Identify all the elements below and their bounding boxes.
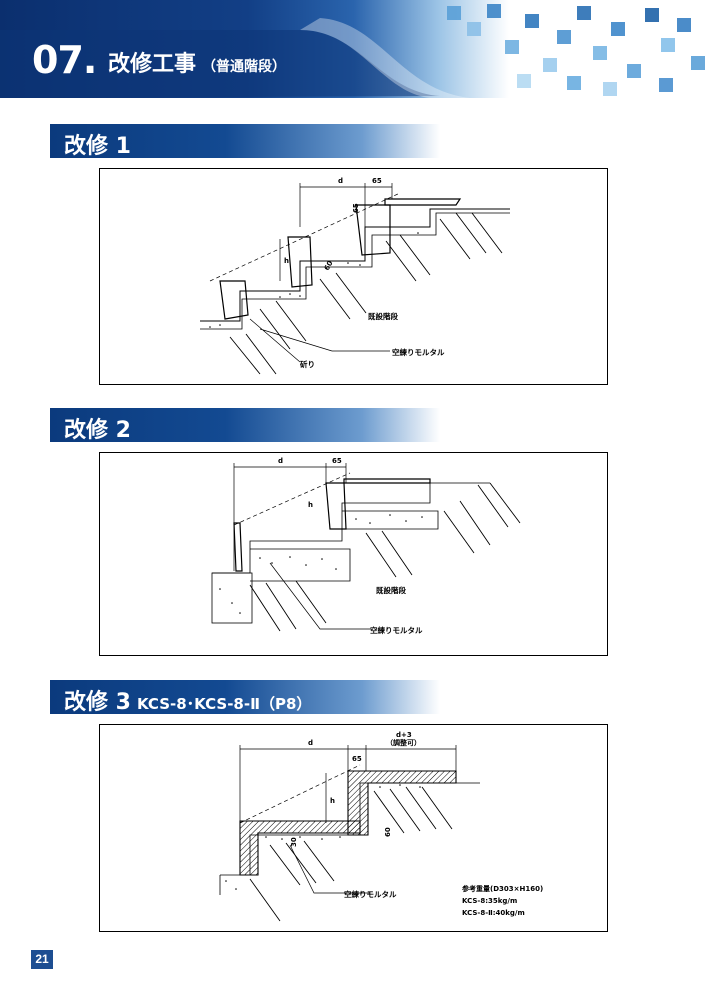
- section-1-drawing: d 65 65 h 60 既設階段 空練りモルタル 斫り: [99, 168, 608, 385]
- chapter-number: 07.: [32, 38, 97, 82]
- stair-section-drawing-3: d d+3 （調整可） 65 h 60 30 空練りモルタル 参考重量(D303…: [219, 731, 543, 922]
- mortar-label: 空練りモルタル: [344, 889, 397, 899]
- section-1-title: 改修 1: [64, 134, 131, 159]
- dim-65-label: 65: [352, 755, 362, 763]
- page-header: 07. 改修工事 （普通階段）: [0, 0, 707, 98]
- dim-65-label: 65: [372, 177, 382, 185]
- reference-weight-title: 参考重量(D303×H160): [462, 884, 543, 893]
- dim-adjustable-label: （調整可）: [386, 738, 421, 747]
- dim-d3-label: d+3: [396, 731, 412, 739]
- existing-stair-label: 既設階段: [376, 585, 406, 595]
- page-number: 21: [31, 950, 53, 969]
- dim-30-label: 30: [290, 837, 298, 847]
- section-2-drawing: d 65 h 既設階段 空練りモルタル: [99, 452, 608, 656]
- chipping-label: 斫り: [300, 359, 315, 369]
- section-3-title-main: 改修 3: [64, 690, 131, 715]
- mortar-label: 空練りモルタル: [392, 347, 445, 357]
- stair-section-drawing-1: d 65 65 h 60 既設階段 空練りモルタル 斫り: [200, 177, 510, 375]
- dim-60-label: 60: [384, 827, 392, 837]
- section-1-heading: 改修 1: [50, 124, 440, 159]
- header-curve-shape: [0, 18, 470, 98]
- section-2-heading: 改修 2: [50, 408, 440, 443]
- header-mosaic-pattern: [447, 4, 705, 96]
- dim-65-label: 65: [332, 457, 342, 465]
- section-3-title: 改修 3 KCS-8･KCS-8-Ⅱ（P8）: [64, 684, 311, 716]
- reference-weight-kcs8-2: KCS-8-Ⅱ:40kg/m: [462, 909, 525, 917]
- dim-h-label: h: [284, 257, 289, 265]
- section-3-heading: 改修 3 KCS-8･KCS-8-Ⅱ（P8）: [50, 680, 440, 716]
- dim-h-label: h: [330, 797, 335, 805]
- dim-d-label: d: [338, 177, 343, 185]
- reference-weight-kcs8: KCS-8:35kg/m: [462, 897, 517, 905]
- stair-section-drawing-2: d 65 h 既設階段 空練りモルタル: [211, 457, 521, 635]
- chapter-title-main: 改修工事: [108, 52, 197, 77]
- dim-d-label: d: [278, 457, 283, 465]
- chapter-title: 改修工事 （普通階段）: [108, 46, 286, 78]
- section-2-title: 改修 2: [64, 418, 131, 443]
- section-3-product-codes: KCS-8･KCS-8-Ⅱ（P8）: [136, 695, 312, 713]
- dim-h-label: h: [308, 501, 313, 509]
- dim-d-label: d: [308, 739, 313, 747]
- mortar-label: 空練りモルタル: [370, 625, 423, 635]
- existing-stair-label: 既設階段: [368, 311, 398, 321]
- dim-65-vertical-label: 65: [352, 203, 360, 213]
- section-3-drawing: d d+3 （調整可） 65 h 60 30 空練りモルタル 参考重量(D303…: [99, 724, 608, 932]
- dim-60-label: 60: [323, 259, 335, 272]
- chapter-subtitle: （普通階段）: [202, 59, 287, 75]
